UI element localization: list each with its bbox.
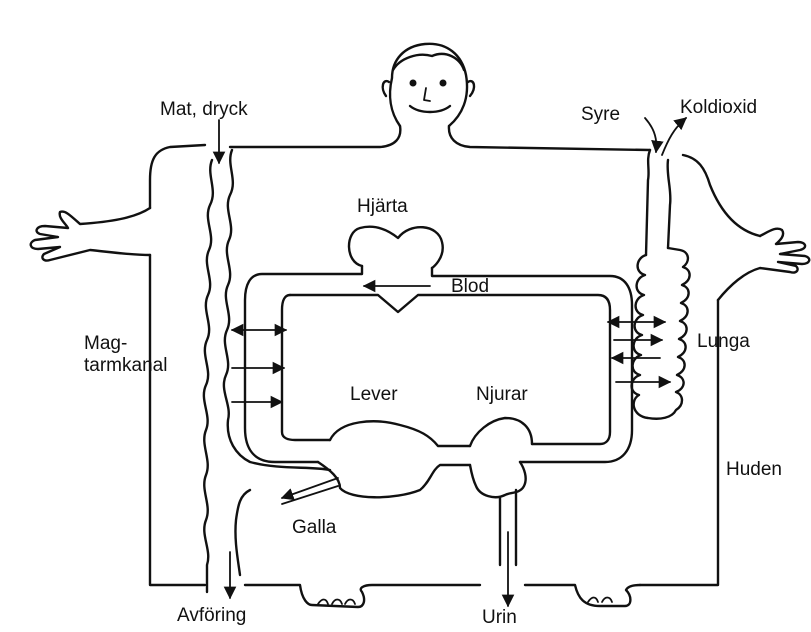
body-outline xyxy=(148,124,762,609)
head xyxy=(381,42,476,128)
label-blod: Blod xyxy=(451,276,490,297)
right-hand xyxy=(716,227,811,302)
label-lever: Lever xyxy=(350,384,398,405)
lung xyxy=(630,148,691,420)
label-galla: Galla xyxy=(292,517,337,538)
label-mat-dryck: Mat, dryck xyxy=(160,99,248,120)
left-hand xyxy=(29,206,152,262)
arrows xyxy=(212,117,687,608)
label-hjarta: Hjärta xyxy=(357,196,408,217)
label-avforing: Avföring xyxy=(177,605,247,626)
label-syre: Syre xyxy=(581,104,621,125)
liver xyxy=(316,420,472,499)
label-huden: Huden xyxy=(726,459,782,480)
kidney xyxy=(468,416,534,567)
label-mag: Mag- xyxy=(84,333,128,354)
label-tarmkanal: tarmkanal xyxy=(84,355,168,376)
digestive-tract xyxy=(202,148,332,594)
heart xyxy=(243,225,634,464)
label-koldioxid: Koldioxid xyxy=(680,97,758,118)
label-urin: Urin xyxy=(482,607,517,628)
label-lunga: Lunga xyxy=(697,331,750,352)
label-njurar: Njurar xyxy=(476,384,528,405)
